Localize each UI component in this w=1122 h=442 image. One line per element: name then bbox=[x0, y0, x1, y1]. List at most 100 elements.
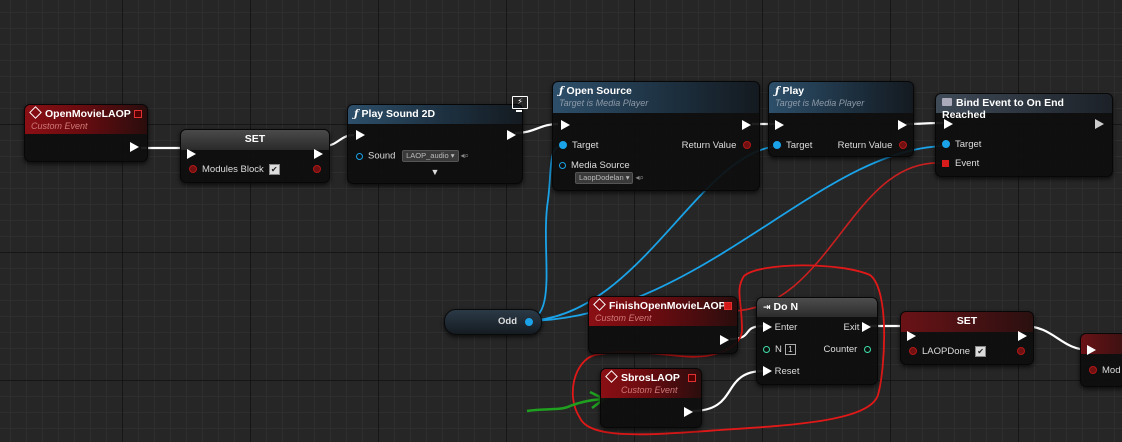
media-source-dropdown[interactable]: LaopDodelan ▾ bbox=[575, 172, 634, 184]
sound-asset-dropdown[interactable]: LAOP_audio ▾ bbox=[402, 150, 459, 162]
exec-out-pin[interactable] bbox=[507, 129, 516, 143]
exec-out-pin[interactable] bbox=[314, 148, 323, 162]
return-value-label: Return Value bbox=[837, 140, 893, 151]
delegate-pin[interactable] bbox=[724, 302, 732, 310]
bool-pin[interactable] bbox=[899, 141, 907, 150]
open-movie-event-header: OpenMovieLAOP Custom Event bbox=[25, 105, 147, 134]
exec-out-pin[interactable] bbox=[1095, 118, 1104, 132]
sound-label: Sound bbox=[368, 150, 396, 162]
int-pin[interactable] bbox=[763, 345, 770, 353]
sbros-event-header: SbrosLAOP Custom Event bbox=[601, 369, 701, 398]
partial-pin-row[interactable]: Mod bbox=[1089, 364, 1120, 378]
open-movie-event-node[interactable]: OpenMovieLAOP Custom Event bbox=[24, 104, 148, 162]
target-pin-row[interactable]: Target bbox=[942, 138, 981, 152]
open-source-title: Open Source bbox=[566, 85, 632, 97]
function-icon: ƒ bbox=[354, 108, 359, 120]
set-laopdone-node[interactable]: SET LAOPDone✔ bbox=[900, 311, 1034, 365]
browse-icon[interactable]: ◂⌕ bbox=[460, 151, 470, 160]
laopdone-checkbox[interactable]: ✔ bbox=[975, 345, 987, 357]
enter-pin-row[interactable]: Enter bbox=[763, 321, 797, 335]
open-movie-event-subtitle: Custom Event bbox=[31, 121, 88, 131]
exec-out-pin[interactable] bbox=[742, 119, 751, 133]
sbros-laop-event-node[interactable]: SbrosLAOP Custom Event bbox=[600, 368, 702, 428]
exec-out-pin[interactable] bbox=[898, 119, 907, 133]
media-source-pin-row[interactable]: Media Source bbox=[559, 159, 630, 173]
set-modules-node[interactable]: SET Modules Block✔ bbox=[180, 129, 330, 183]
play-subtitle: Target is Media Player bbox=[775, 98, 865, 108]
event-label: Event bbox=[955, 158, 980, 169]
bool-out-pin[interactable] bbox=[1017, 345, 1025, 359]
delegate-pin[interactable] bbox=[942, 159, 949, 167]
exec-in-pin[interactable] bbox=[1087, 344, 1096, 358]
exit-label: Exit bbox=[843, 322, 860, 333]
function-icon: ƒ bbox=[775, 85, 780, 97]
exec-out-pin[interactable] bbox=[720, 334, 729, 348]
return-value-pin-row[interactable]: Return Value bbox=[838, 139, 907, 153]
finish-event-title: FinishOpenMovieLAOP bbox=[609, 300, 726, 312]
sound-pin-row[interactable]: Sound LAOP_audio ▾◂⌕ bbox=[356, 149, 469, 163]
bind-event-title: Bind Event to On End Reached bbox=[942, 97, 1064, 121]
counter-pin-row[interactable]: Counter bbox=[824, 343, 871, 357]
exec-in-pin[interactable] bbox=[775, 119, 784, 133]
exec-out-pin[interactable] bbox=[130, 141, 139, 155]
bool-pin[interactable] bbox=[189, 165, 197, 174]
object-pin[interactable] bbox=[559, 161, 566, 169]
exec-out-pin[interactable] bbox=[684, 406, 693, 420]
event-pin-row[interactable]: Event bbox=[942, 157, 979, 171]
object-pin[interactable] bbox=[356, 152, 363, 160]
target-label: Target bbox=[572, 140, 599, 151]
diamond-icon bbox=[593, 298, 606, 311]
return-value-pin-row[interactable]: Return Value bbox=[682, 139, 751, 153]
object-out-pin[interactable] bbox=[525, 318, 533, 326]
modules-block-checkbox[interactable]: ✔ bbox=[268, 163, 280, 175]
odd-variable-node[interactable]: Odd bbox=[444, 309, 542, 335]
delegate-pin[interactable] bbox=[688, 374, 696, 382]
chevron-down-icon[interactable]: ▼ bbox=[430, 167, 440, 177]
n-value-input[interactable]: 1 bbox=[784, 343, 796, 355]
target-label: Target bbox=[955, 139, 982, 150]
delegate-icon bbox=[942, 98, 952, 106]
bool-pin[interactable] bbox=[743, 141, 751, 150]
finish-open-movie-event-node[interactable]: FinishOpenMovieLAOP Custom Event bbox=[588, 296, 738, 354]
bool-pin[interactable] bbox=[1089, 366, 1097, 375]
object-pin[interactable] bbox=[942, 140, 950, 149]
monitor-icon: ⚡ bbox=[512, 96, 528, 112]
exec-out-pin[interactable] bbox=[1018, 330, 1027, 344]
laopdone-pin-row[interactable]: LAOPDone✔ bbox=[909, 345, 987, 359]
sound-asset-value: LAOP_audio bbox=[406, 151, 449, 160]
object-pin[interactable] bbox=[773, 141, 781, 150]
media-source-asset-row[interactable]: LaopDodelan ▾◂⌕ bbox=[575, 171, 644, 185]
enter-label: Enter bbox=[774, 322, 798, 333]
exec-in-pin[interactable] bbox=[944, 118, 953, 132]
bool-out-pin[interactable] bbox=[313, 163, 321, 177]
target-pin-row[interactable]: Target bbox=[559, 139, 598, 153]
do-n-title: Do N bbox=[773, 301, 799, 313]
bind-event-node[interactable]: Bind Event to On End Reached Target Even… bbox=[935, 93, 1113, 177]
browse-icon[interactable]: ◂⌕ bbox=[635, 173, 644, 182]
exec-in-pin[interactable] bbox=[907, 330, 916, 344]
exec-in-pin[interactable] bbox=[356, 129, 365, 143]
delegate-pin[interactable] bbox=[134, 110, 142, 118]
target-pin-row[interactable]: Target bbox=[773, 139, 812, 153]
set-partial-node[interactable]: Mod bbox=[1080, 333, 1122, 387]
bool-pin[interactable] bbox=[909, 347, 917, 356]
counter-label: Counter bbox=[823, 344, 858, 355]
exec-in-pin[interactable] bbox=[561, 119, 570, 133]
partial-var-label: Mod bbox=[1102, 365, 1121, 376]
annotation-green-arrow bbox=[526, 390, 607, 413]
media-source-label: Media Source bbox=[571, 160, 630, 171]
exec-in-pin[interactable] bbox=[187, 148, 196, 162]
modules-block-pin-row[interactable]: Modules Block✔ bbox=[189, 163, 280, 177]
flow-control-icon: ⇥ bbox=[763, 302, 771, 312]
exit-pin-row[interactable]: Exit bbox=[844, 321, 871, 335]
int-pin[interactable] bbox=[864, 345, 871, 353]
reset-pin-row[interactable]: Reset bbox=[763, 365, 799, 379]
set-laopdone-header: SET bbox=[901, 312, 1033, 332]
object-pin[interactable] bbox=[559, 141, 567, 150]
